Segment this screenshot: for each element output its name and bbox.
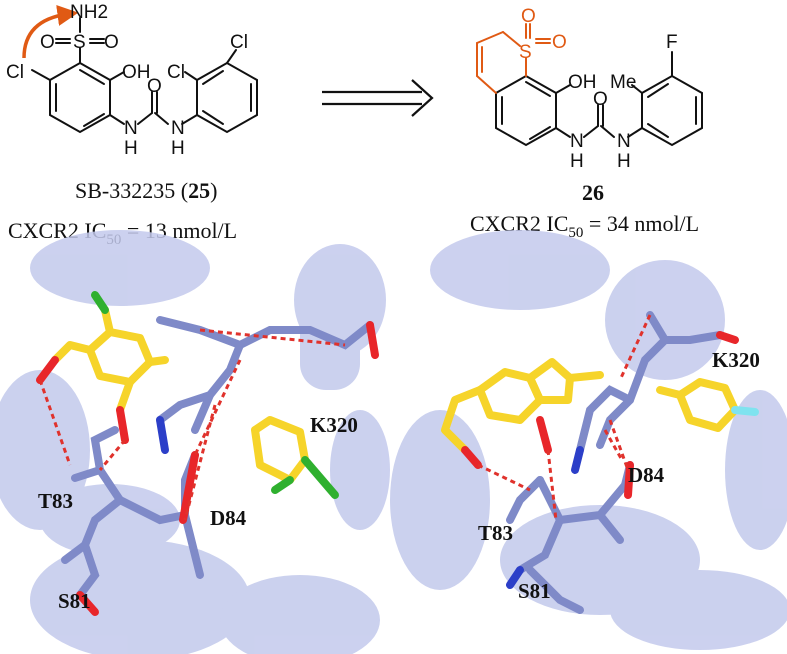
right-aryl-ring — [641, 74, 703, 147]
right-n-left-label: N — [570, 131, 584, 152]
left-cl-atom-3 — [301, 456, 339, 499]
rearrangement-arrow — [22, 5, 79, 59]
left-residue-t83: T83 — [38, 489, 73, 513]
left-s-label: S — [73, 32, 86, 53]
right-protein-sticks — [506, 311, 724, 614]
right-hbonds — [477, 314, 652, 521]
left-cl-ring-label: Cl — [6, 62, 24, 83]
left-nh2-label: NH2 — [70, 2, 108, 23]
left-aryl-ring — [196, 61, 258, 134]
right-n-right-label: N — [617, 131, 631, 152]
right-sultone-ring — [476, 23, 551, 94]
left-docking-panel: K320 T83 D84 S81 — [0, 230, 392, 654]
left-sulfonyl-o — [36, 356, 59, 384]
right-hydroxyl-o — [536, 416, 552, 454]
left-n-right-label: N — [171, 118, 185, 139]
right-k320-o — [716, 331, 739, 344]
right-me-label: Me — [610, 72, 636, 93]
left-oh-label: OH — [122, 62, 151, 83]
right-s81-n — [506, 566, 524, 589]
right-oh-label: OH — [568, 72, 597, 93]
left-central-ring — [49, 61, 111, 134]
left-o1-label: O — [40, 32, 55, 53]
left-carbonyl-o-label: O — [147, 76, 162, 97]
left-compound-name-text: SB-332235 — [75, 178, 175, 203]
right-d84-o — [624, 461, 634, 499]
left-cl-a-label: Cl — [167, 62, 185, 83]
left-s81-o — [76, 591, 99, 616]
retrosynthesis-arrow — [322, 79, 434, 117]
right-activity-subscript: 50 — [568, 225, 583, 241]
left-n-atom — [156, 416, 169, 454]
left-cl-b-label: Cl — [230, 32, 248, 53]
left-h-right-label: H — [171, 138, 185, 159]
left-residue-k320: K320 — [310, 413, 358, 437]
right-activity: CXCR2 IC50 = 34 nmol/L — [470, 211, 699, 241]
right-h-right-label: H — [617, 151, 631, 172]
right-carbonyl-o-label: O — [593, 89, 608, 110]
right-docking-panel: K320 D84 T83 S81 — [390, 230, 787, 654]
left-o2-label: O — [104, 32, 119, 53]
left-cl-atom-1 — [91, 291, 109, 314]
right-n-atom — [571, 446, 584, 474]
left-h-left-label: H — [124, 138, 138, 159]
right-central-ring — [495, 74, 557, 147]
left-n-left-label: N — [124, 118, 138, 139]
left-residue-s81: S81 — [58, 589, 91, 613]
right-f-label: F — [666, 32, 678, 53]
right-residue-s81: S81 — [518, 579, 551, 603]
right-residue-d84: D84 — [628, 463, 665, 487]
left-compound-structure — [31, 17, 258, 134]
right-activity-value: = 34 nmol/L — [583, 211, 699, 236]
right-f-atom — [731, 406, 759, 416]
right-s-label: S — [519, 42, 532, 63]
right-compound-number: 26 — [582, 180, 604, 205]
left-hbonds — [38, 328, 346, 521]
right-o1-label: O — [521, 6, 536, 27]
left-d84-o — [179, 451, 199, 524]
right-sultone-o — [461, 446, 482, 469]
left-cl-atom-2 — [271, 476, 294, 494]
right-h-left-label: H — [570, 151, 584, 172]
right-residue-k320: K320 — [712, 348, 760, 372]
right-o2-label: O — [552, 32, 567, 53]
left-compound-number: 25 — [188, 178, 210, 203]
left-residue-d84: D84 — [210, 506, 247, 530]
left-k320-o — [366, 321, 379, 359]
left-hydroxyl-o — [116, 406, 129, 444]
right-residue-t83: T83 — [478, 521, 513, 545]
left-compound-name: SB-332235 (25) — [75, 178, 217, 203]
